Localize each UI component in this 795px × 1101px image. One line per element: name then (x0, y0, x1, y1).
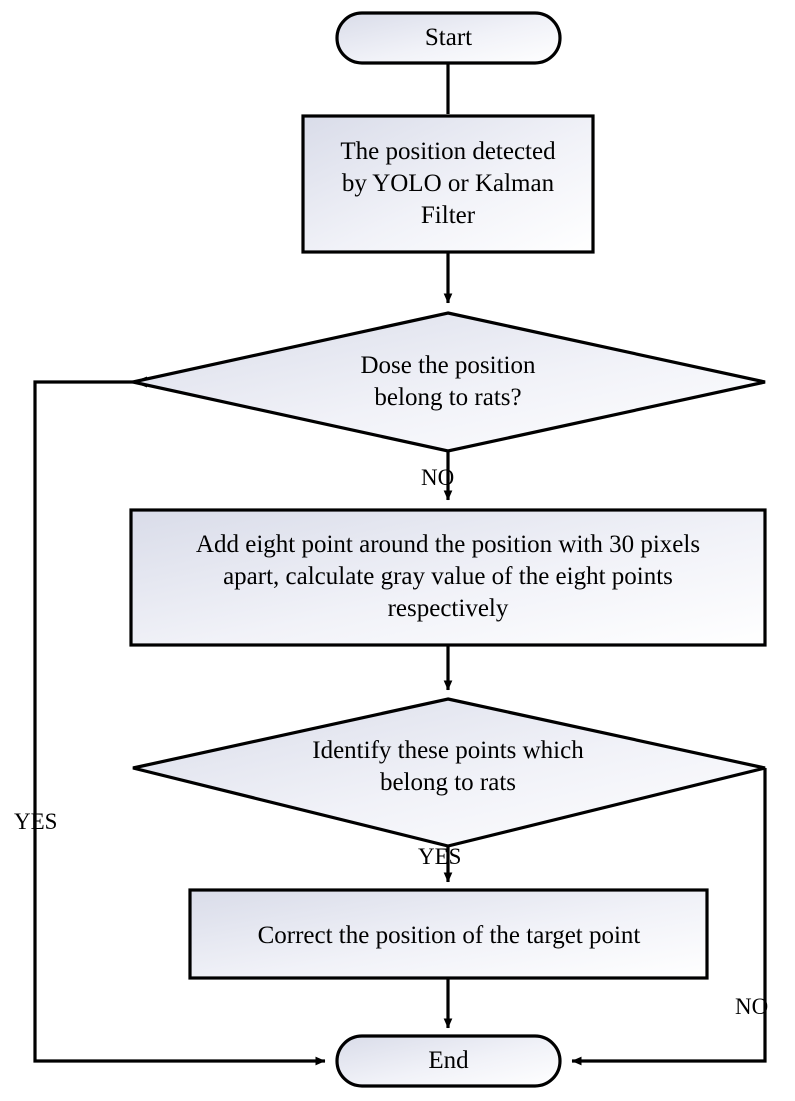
edge-d1-yes-to-end (33, 380, 326, 1066)
edge-label-d1-no: NO (421, 465, 455, 490)
edge-label-d2-yes: YES (418, 844, 462, 869)
node-d2-shape (132, 697, 766, 848)
node-p3-shape (188, 888, 709, 980)
node-end-shape (335, 1034, 562, 1088)
edge-label-d2-no: NO (735, 994, 769, 1019)
node-p1-shape (301, 114, 595, 254)
node-p2-shape (129, 508, 767, 647)
edge-label-d1-yes: YES (14, 809, 58, 834)
node-start-shape (335, 11, 562, 65)
node-d1-shape (132, 311, 766, 453)
edge-d2-no-to-end (571, 768, 767, 1066)
